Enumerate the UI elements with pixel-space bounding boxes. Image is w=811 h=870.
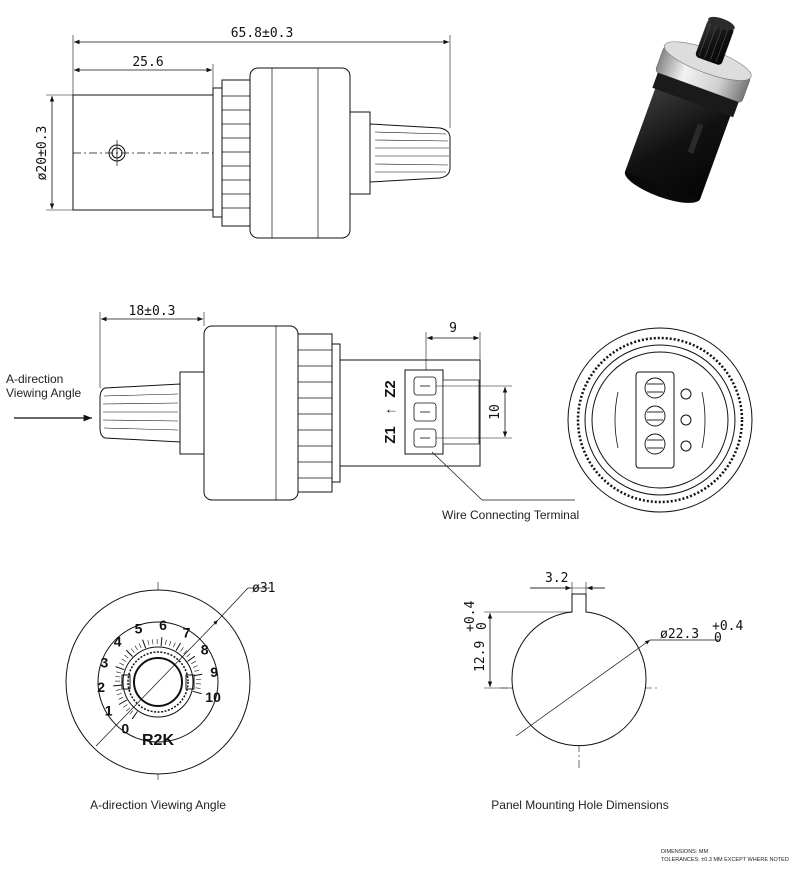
a-direction-indicator: A-direction Viewing Angle xyxy=(6,372,92,422)
hole-key-width-text: 3.2 xyxy=(545,571,568,586)
dial-minor-tick xyxy=(126,707,131,712)
drawing-notes: DIMENSIONS: MM TOLERANCES: ±0.3 MM EXCEP… xyxy=(661,849,789,863)
terminal-width-dimension: 9 xyxy=(425,321,481,370)
terminal-pitch-text: 10 xyxy=(488,404,503,420)
dial-view: 0 1 2 3 4 5 6 7 8 9 10 R2K ø31 A-directi… xyxy=(65,581,275,812)
side-view: 18±0.3 A-direction Viewing Angle Z2 ↑ Z1… xyxy=(6,304,579,522)
dial-minor-tick xyxy=(169,640,172,646)
terminal-arrow-label: ↑ xyxy=(382,408,398,415)
dial-minor-tick xyxy=(134,645,138,651)
terminal-width-text: 9 xyxy=(449,321,457,336)
dial-number-5: 5 xyxy=(135,620,143,636)
dial-minor-tick xyxy=(129,710,134,715)
dial-minor-tick xyxy=(116,671,122,674)
dial-major-tick xyxy=(142,639,147,649)
dial-minor-tick xyxy=(147,640,150,646)
top-diameter-text: ø20±0.3 xyxy=(35,126,50,181)
side-shaft-length-text: 18±0.3 xyxy=(129,304,176,319)
dial-number-6: 6 xyxy=(159,617,167,633)
dial-minor-tick xyxy=(183,650,188,655)
side-shaft-dimension: 18±0.3 xyxy=(99,304,205,388)
rear-view xyxy=(567,327,753,513)
notes-dimensions: DIMENSIONS: MM xyxy=(661,849,708,855)
terminal-labels: Z2 ↑ Z1 xyxy=(382,380,399,444)
terminal-z1-label: Z1 xyxy=(382,426,399,444)
dial-minor-tick xyxy=(165,639,167,645)
hole-key-height-tol-lower: 0 xyxy=(475,622,490,630)
dial-minor-tick xyxy=(119,662,125,666)
dial-minor-tick xyxy=(124,654,129,659)
notes-tolerances: TOLERANCES: ±0.3 MM EXCEPT WHERE NOTED xyxy=(661,857,789,863)
dial-major-tick xyxy=(193,673,203,677)
top-overall-length-text: 65.8±0.3 xyxy=(231,26,294,41)
hole-diameter-tol-upper: +0.4 xyxy=(712,619,743,634)
hole-diameter-text: ø22.3 xyxy=(660,627,699,642)
side-view-body xyxy=(99,325,481,501)
hole-diameter-tol-lower: 0 xyxy=(714,631,722,646)
top-view: 65.8±0.3 25.6 ø20±0.3 xyxy=(35,26,451,239)
dial-major-tick xyxy=(187,655,196,662)
terminal-pitch-dimension: 10 xyxy=(436,385,512,439)
dial-numbers: 0 1 2 3 4 5 6 7 8 9 10 xyxy=(97,617,221,737)
dial-number-1: 1 xyxy=(105,703,113,719)
dial-minor-tick xyxy=(138,643,142,649)
top-barrel-dimension: 25.6 xyxy=(74,55,214,88)
terminal-z2-label: Z2 xyxy=(382,380,399,398)
dial-diameter-text: ø31 xyxy=(252,581,275,596)
a-direction-label-line2: Viewing Angle xyxy=(6,386,81,400)
dial-major-tick xyxy=(131,711,138,720)
dial-number-0: 0 xyxy=(121,721,129,737)
dial-major-tick xyxy=(115,666,125,671)
dial-minor-tick xyxy=(180,647,184,652)
dial-minor-tick xyxy=(152,639,154,645)
dial-ticks xyxy=(113,637,203,720)
top-barrel-length-text: 25.6 xyxy=(132,55,163,70)
dial-number-10: 10 xyxy=(205,689,221,705)
panel-hole-view: 3.2 12.9 +0.4 0 ø22.3 +0.4 0 Panel Mount… xyxy=(463,571,743,812)
dial-minor-tick xyxy=(118,697,124,700)
terminal-callout: Wire Connecting Terminal xyxy=(431,451,579,522)
top-overall-dimension: 65.8±0.3 xyxy=(72,26,451,128)
dial-number-3: 3 xyxy=(101,655,109,671)
dial-minor-tick xyxy=(115,676,121,678)
dial-major-tick xyxy=(192,690,202,695)
hole-key-height-tol-upper: +0.4 xyxy=(463,601,478,632)
a-direction-label-line1: A-direction xyxy=(6,372,63,386)
dial-minor-tick xyxy=(186,653,191,658)
dial-minor-tick xyxy=(192,665,198,668)
dial-minor-tick xyxy=(173,642,176,648)
dial-number-4: 4 xyxy=(114,634,122,650)
dial-major-tick xyxy=(118,699,128,705)
top-diameter-dimension: ø20±0.3 xyxy=(35,94,73,211)
dial-number-8: 8 xyxy=(201,641,209,657)
dial-minor-tick xyxy=(194,669,200,672)
dial-major-tick xyxy=(125,649,133,657)
hole-caption: Panel Mounting Hole Dimensions xyxy=(491,798,668,812)
product-photo xyxy=(624,16,752,203)
dial-minor-tick xyxy=(191,661,196,664)
dial-major-tick xyxy=(160,637,163,647)
dial-minor-tick xyxy=(115,689,121,691)
dial-model-label: R2K xyxy=(142,732,174,749)
dial-number-2: 2 xyxy=(97,679,105,695)
dial-minor-tick xyxy=(116,693,122,696)
dial-minor-tick xyxy=(121,658,127,662)
dial-minor-tick xyxy=(123,704,128,708)
hole-key-height-text: 12.9 xyxy=(473,641,488,672)
dial-number-7: 7 xyxy=(183,625,191,641)
dial-number-9: 9 xyxy=(210,664,218,680)
dial-major-tick xyxy=(175,642,181,652)
top-view-body xyxy=(72,67,451,239)
dial-major-tick xyxy=(113,684,123,687)
dial-minor-tick xyxy=(195,687,201,689)
dial-minor-tick xyxy=(130,648,135,653)
dial-caption: A-direction Viewing Angle xyxy=(90,798,226,812)
terminal-callout-text: Wire Connecting Terminal xyxy=(442,508,579,522)
